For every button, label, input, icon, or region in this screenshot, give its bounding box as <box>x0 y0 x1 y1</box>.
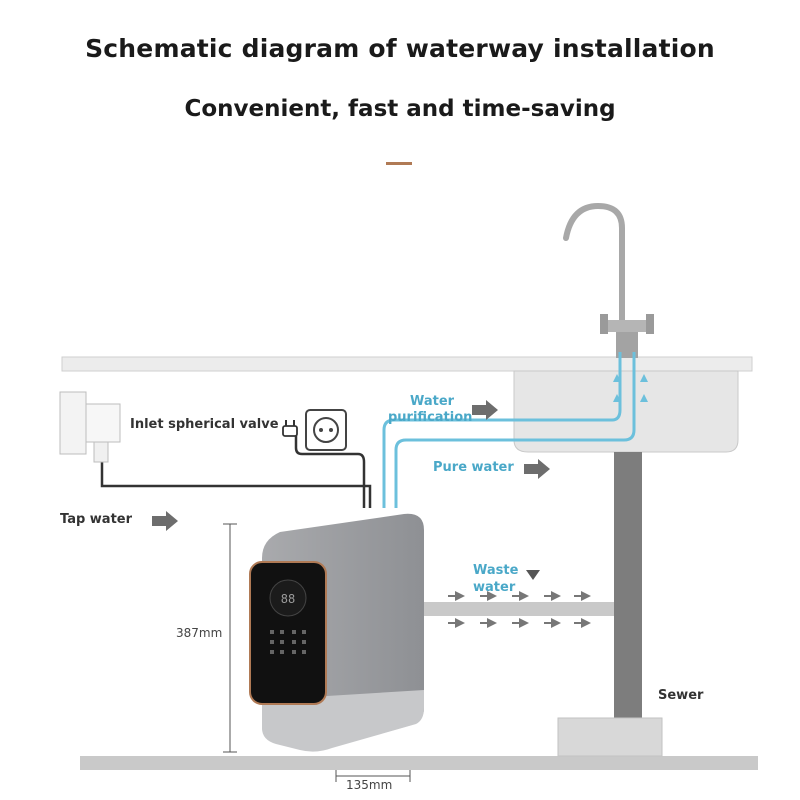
accent-divider <box>386 162 412 165</box>
waste-water-pipe <box>424 602 614 616</box>
width-dimension-label: 135mm <box>346 778 393 792</box>
width-dimension <box>335 770 411 782</box>
tap-water-label: Tap water <box>60 512 133 527</box>
page-title: Schematic diagram of waterway installati… <box>85 34 715 63</box>
sewer-base <box>557 717 663 757</box>
wall-socket-icon <box>305 409 347 451</box>
height-dimension <box>223 523 237 753</box>
water-purification-label-line1: Water <box>410 394 455 409</box>
sewer-label: Sewer <box>658 688 704 703</box>
inlet-valve-label: Inlet spherical valve <box>130 417 279 432</box>
display-readout: 88 <box>281 592 295 606</box>
pure-water-arrow-icon <box>524 459 550 479</box>
pure-water-pipe <box>382 352 622 508</box>
plug-icon <box>282 420 298 437</box>
faucet-icon <box>563 202 654 358</box>
pure-water-label: Pure water <box>433 460 514 475</box>
waste-water-label-line2: water <box>473 580 516 595</box>
countertop <box>61 356 753 372</box>
water-purifier-unit: 88 <box>249 513 424 752</box>
sink-bowl <box>513 370 739 453</box>
water-purification-arrow-icon <box>472 400 498 420</box>
page-subtitle: Convenient, fast and time-saving <box>184 96 616 122</box>
waste-flow-arrows <box>448 591 591 628</box>
sink-support-pole <box>614 452 642 720</box>
purified-water-pipe <box>394 352 636 508</box>
front-panel <box>249 561 327 705</box>
water-purification-label-line2: purification <box>388 410 473 425</box>
waste-down-arrow-icon <box>526 570 540 580</box>
height-dimension-label: 387mm <box>176 626 223 640</box>
tap-water-pipe <box>100 460 372 508</box>
inlet-valve-icon <box>59 391 121 463</box>
power-cable <box>294 434 366 508</box>
floor <box>80 756 758 770</box>
waste-water-label-line1: Waste <box>473 563 519 578</box>
tap-water-arrow-icon <box>152 511 178 531</box>
